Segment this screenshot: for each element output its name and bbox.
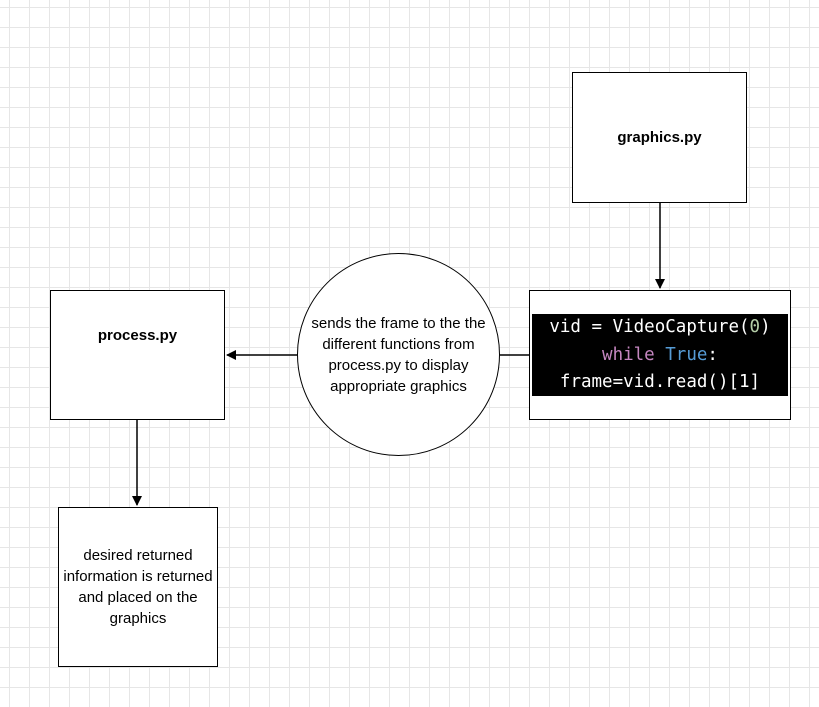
graphics-node-label: graphics.py	[617, 129, 702, 146]
code-line-2-suffix: :	[707, 344, 718, 365]
info-node-text: desired returned information is returned…	[63, 547, 213, 627]
code-line-2-bool: True	[665, 344, 708, 365]
code-line-3: frame=vid.read()[1]	[532, 369, 788, 397]
code-line-2-keyword: while	[602, 344, 655, 365]
code-line-1-suffix: )	[760, 317, 771, 337]
info-node[interactable]: desired returned information is returned…	[58, 507, 218, 667]
code-block: vid = VideoCapture(0) while True: frame=…	[532, 314, 788, 396]
code-line-3-text: frame=vid.read()[1]	[559, 372, 761, 392]
process-node[interactable]: process.py	[50, 290, 225, 420]
note-circle[interactable]: sends the frame to the the different fun…	[297, 253, 500, 456]
code-line-1-prefix: vid = VideoCapture(	[549, 317, 750, 337]
code-line-2: while True:	[532, 342, 788, 370]
code-line-1: vid = VideoCapture(0)	[532, 314, 788, 342]
code-line-1-number: 0	[749, 317, 761, 337]
note-circle-text: sends the frame to the the different fun…	[311, 314, 486, 395]
process-node-label: process.py	[97, 326, 178, 344]
code-line-2-space	[655, 345, 666, 365]
graphics-node[interactable]: graphics.py	[572, 72, 747, 203]
code-node[interactable]: vid = VideoCapture(0) while True: frame=…	[529, 290, 791, 420]
